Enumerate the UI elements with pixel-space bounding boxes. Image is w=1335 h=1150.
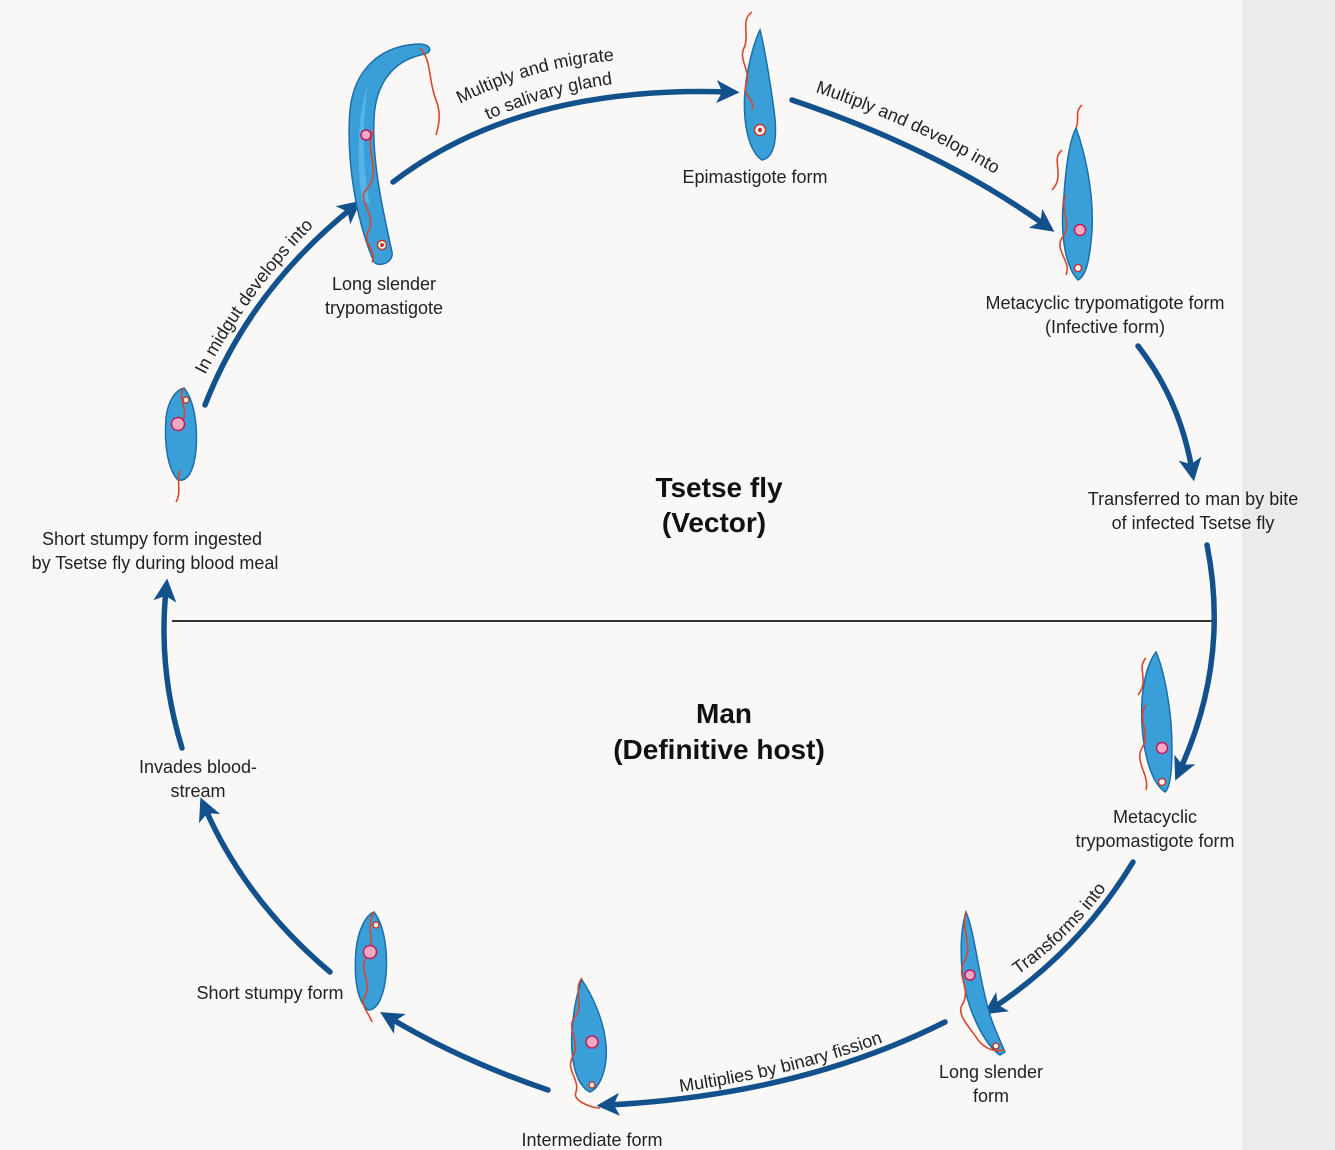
stage-label-intermediate: Intermediate form <box>521 1130 662 1150</box>
stage-label-metacyclic-fly-1: Metacyclic trypomatigote form <box>985 293 1224 313</box>
arrow-label-transforms: Transforms into <box>1009 879 1110 979</box>
stage-label-ingested-1: Short stumpy form ingested <box>42 529 262 549</box>
stage-label-metacyclic-man-1: Metacyclic <box>1113 807 1197 827</box>
stage-label-ingested-2: by Tsetse fly during blood meal <box>32 553 279 573</box>
metacyclic-trypomastigote-fly-organism <box>1051 104 1094 281</box>
stage-label-transferred-1: Transferred to man by bite <box>1088 489 1298 509</box>
arrow-multiply-develop <box>789 97 1055 232</box>
arrow-label-multiply-develop: Multiply and develop into <box>814 77 1004 178</box>
arrow-to-invades <box>199 797 333 975</box>
epimastigote-organism <box>741 11 777 161</box>
stage-label-metacyclic-man-2: trypomastigote form <box>1075 831 1234 851</box>
host-title-line2: (Definitive host) <box>613 734 825 765</box>
short-stumpy-form-man-organism <box>354 911 388 1023</box>
arrow-to-transferred <box>1135 343 1202 482</box>
stage-label-epimastigote: Epimastigote form <box>682 167 827 187</box>
arrow-label-midgut: In midgut develops into <box>191 215 317 377</box>
long-slender-form-man-organism <box>959 909 1006 1056</box>
arrow-transforms <box>983 859 1136 1015</box>
vector-title-line1: Tsetse fly <box>655 472 783 503</box>
long-slender-trypomastigote-fly-organism <box>348 43 440 266</box>
arrow-multiply-migrate <box>390 80 740 185</box>
stage-label-long-slender-man-2: form <box>973 1086 1009 1106</box>
stage-label-long-slender-man-1: Long slender <box>939 1062 1043 1082</box>
stage-label-short-stumpy-man: Short stumpy form <box>196 983 343 1003</box>
arrow-to-ingested <box>153 578 185 751</box>
stage-label-invades-2: stream <box>170 781 225 801</box>
arrow-to-metacyclic-man <box>1174 542 1217 781</box>
host-title-line1: Man <box>696 698 752 729</box>
arrow-midgut <box>202 200 362 408</box>
metacyclic-trypomastigote-man-organism <box>1137 650 1173 793</box>
arrow-to-short-stumpy <box>380 1012 551 1093</box>
stage-label-metacyclic-fly-2: (Infective form) <box>1045 317 1165 337</box>
arrow-binary-fission <box>596 1019 948 1116</box>
vector-title-line2: (Vector) <box>662 507 766 538</box>
stage-label-invades-1: Invades blood- <box>139 757 257 777</box>
page-gutter <box>1242 0 1335 1150</box>
stage-label-transferred-2: of infected Tsetse fly <box>1112 513 1275 533</box>
short-stumpy-form-fly-organism <box>164 387 198 503</box>
stage-label-long-slender-fly-1: Long slender <box>332 274 436 294</box>
stage-label-long-slender-fly-2: trypomastigote <box>325 298 443 318</box>
intermediate-form-organism <box>569 977 608 1109</box>
